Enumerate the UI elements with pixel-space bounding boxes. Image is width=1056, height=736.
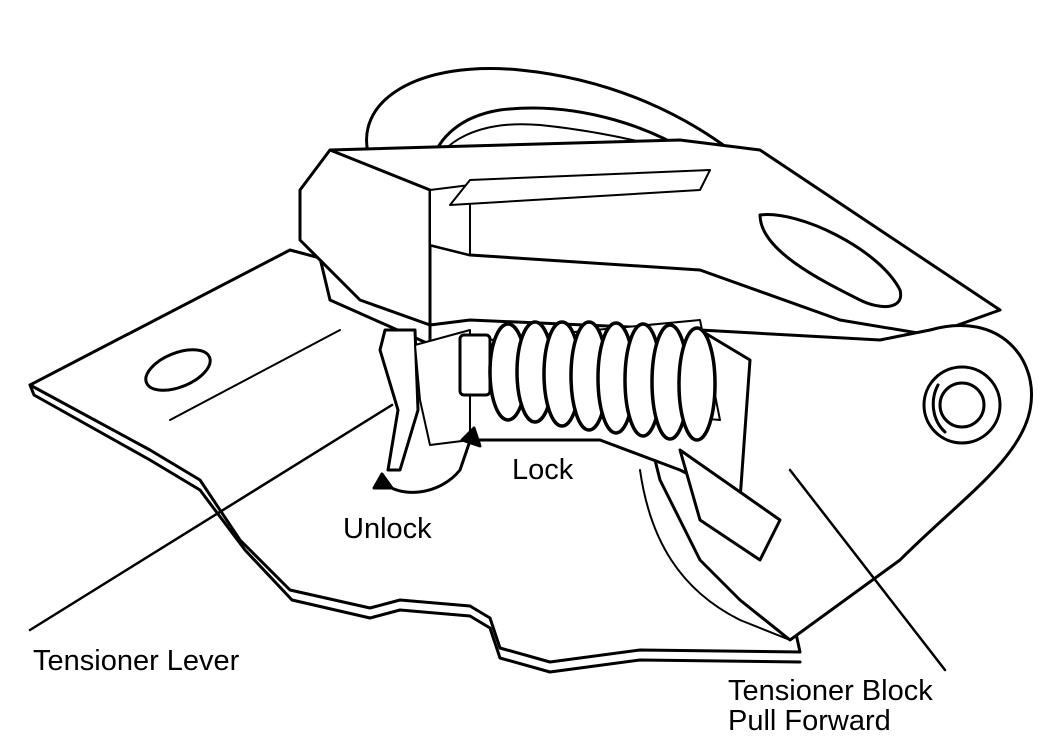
pivot-pin-clip [931,383,947,434]
tensioner-block-label-line1: Tensioner Block [728,675,933,707]
tensioner-block-label-line2: Pull Forward [728,705,891,736]
housing-window [449,169,711,206]
block-face [639,469,791,641]
arrow-head-unlock [372,472,394,490]
tension-spring [488,320,717,442]
plate-crease [169,329,341,421]
arrow-head-lock [460,426,482,448]
leader-line-block [788,468,947,672]
plate-mounting-hole [144,348,212,392]
tensioner-lever-label: Tensioner Lever [33,645,240,677]
leader-line-lever [28,403,394,632]
lock-label: Lock [512,454,574,486]
spring-rod [458,333,492,397]
mounting-plate [28,248,802,664]
tensioner-lever-part [378,328,420,472]
pivot-pin-center [938,381,986,429]
tensioner-block [678,448,782,562]
plate-edge [28,383,802,674]
housing-slot [758,213,903,309]
unlock-label: Unlock [343,513,432,545]
lever-plate [414,329,471,446]
